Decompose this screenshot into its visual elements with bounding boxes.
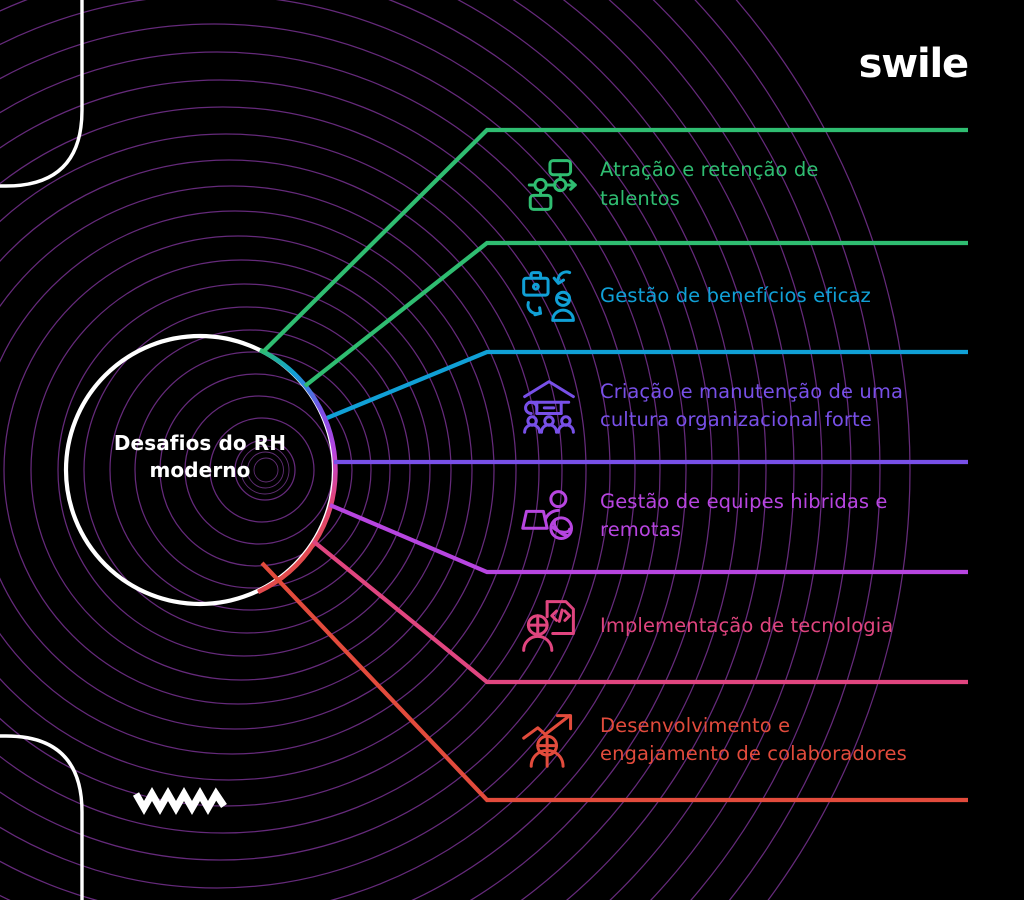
developer-code-icon <box>516 593 582 659</box>
branch-row-3[interactable]: Criação e manutenção de uma cultura orga… <box>470 351 970 461</box>
briefcase-person-exchange-icon <box>516 263 582 329</box>
connector-branch-2 <box>303 240 968 388</box>
branch-label-1: Atração e retenção de talentos <box>600 158 819 210</box>
connector-branch-bottom <box>260 561 968 803</box>
swile-logo: swile <box>858 41 970 87</box>
branch-rows: Atração e retenção de talentos Gestã <box>470 128 970 802</box>
zigzag-wave-decoration <box>132 786 227 816</box>
center-circle-label: Desafios do RH moderno <box>113 431 287 482</box>
branch-row-5[interactable]: Implementação de tecnologia <box>470 571 970 681</box>
branch-label-2: Gestão de benefícios eficaz <box>600 283 871 307</box>
presentation-audience-icon <box>516 373 582 439</box>
branch-label-3: Criação e manutenção de uma cultura orga… <box>600 379 904 431</box>
connector-branch-5 <box>329 503 968 575</box>
branch-label-6: Desenvolvimento e engajamento de colabor… <box>600 713 907 765</box>
laptop-remote-person-icon <box>516 483 582 549</box>
top-left-corner-arc <box>0 0 84 188</box>
branch-row-6[interactable]: Desenvolvimento e engajamento de colabor… <box>470 681 970 799</box>
connector-branch-1 <box>261 127 968 354</box>
flow-diagram-icon <box>516 152 582 218</box>
branch-row-1[interactable]: Atração e retenção de talentos <box>470 128 970 241</box>
bottom-left-corner-arc <box>0 734 84 900</box>
branch-row-2[interactable]: Gestão de benefícios eficaz <box>470 241 970 351</box>
branch-label-5: Implementação de tecnologia <box>600 613 894 637</box>
growth-arrow-person-icon <box>516 707 582 773</box>
center-circle-gradient-arc <box>257 347 338 595</box>
connector-branch-3 <box>326 349 968 420</box>
connector-branch-6 <box>311 539 968 685</box>
branch-row-4[interactable]: Gestão de equipes hibridas e remotas <box>470 461 970 571</box>
branch-label-4: Gestão de equipes hibridas e remotas <box>600 489 888 541</box>
